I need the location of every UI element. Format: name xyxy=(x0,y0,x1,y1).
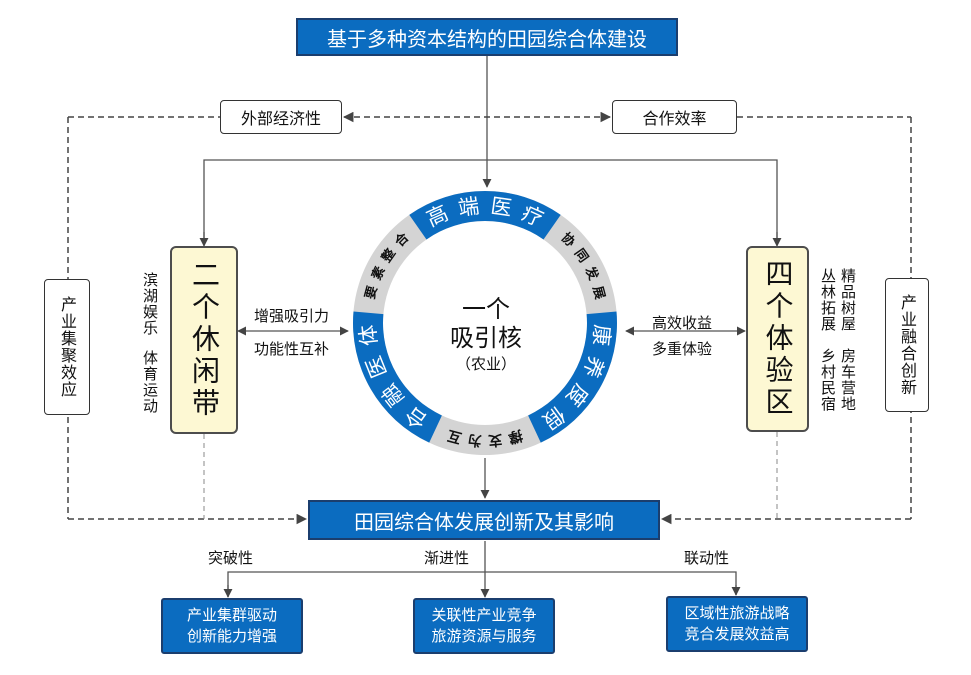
branch-box-center: 关联性产业竞争 旅游资源与服务 xyxy=(413,598,555,654)
ring-segment-sports-medical xyxy=(353,311,442,443)
right-experience-zone: 四个体验区 xyxy=(746,246,809,432)
right-side-col4: 乡村民宿 xyxy=(819,348,837,412)
link-left-bottom: 功能性互补 xyxy=(254,340,330,358)
right-side-col2: 丛林拓展 xyxy=(819,268,837,332)
core-ring: 高端医疗康养度假体医融合协同发展互为支撑要素整合 xyxy=(352,191,617,456)
industry-fusion-box: 产业融合创新 xyxy=(885,278,929,412)
ring-label-4-char: 支 xyxy=(487,431,504,449)
left-side-col2: 体育运动 xyxy=(141,350,159,414)
core-line1: 一个 xyxy=(462,295,510,323)
right-zone-title: 四个体验区 xyxy=(761,259,795,419)
right-side-col1: 精品树屋 xyxy=(839,268,857,332)
ring-label-5-char: 要 xyxy=(363,284,381,300)
right-side-col3: 房车营地 xyxy=(839,348,857,412)
ring-label-0-char: 端 xyxy=(457,194,481,221)
left-side-col1: 滨湖娱乐 xyxy=(141,272,159,336)
ring-label-1-char: 康 xyxy=(588,324,614,347)
branch-label-right: 联动性 xyxy=(684,549,730,567)
ring-label-4-char: 为 xyxy=(467,431,482,449)
ring-label-4-char: 撑 xyxy=(506,426,524,446)
ring-label-2-char: 体 xyxy=(356,324,382,347)
branch-label-center: 渐进性 xyxy=(424,549,470,567)
branch-box-left: 产业集群驱动 创新能力增强 xyxy=(161,598,303,654)
branch-split-line xyxy=(227,571,737,597)
left-leisure-zone: 二个休闲带 xyxy=(170,246,238,434)
external-economy-label: 外部经济性 xyxy=(220,100,342,134)
branch-box-center-line1: 关联性产业竞争 xyxy=(431,606,537,624)
ring-segment-health-resort xyxy=(528,311,617,443)
branch-box-right-line2: 竞合发展效益高 xyxy=(684,625,790,643)
link-left-top: 增强吸引力 xyxy=(254,307,330,325)
left-zone-title: 二个休闲带 xyxy=(188,260,221,420)
branch-box-left-line1: 产业集群驱动 xyxy=(186,606,277,624)
diagram-title: 基于多种资本结构的田园综合体建设 xyxy=(296,18,678,56)
branch-box-right: 区域性旅游战略 竞合发展效益高 xyxy=(666,596,808,652)
ring-label-4-char: 互 xyxy=(446,426,464,445)
branch-box-center-line2: 旅游资源与服务 xyxy=(431,627,537,645)
branch-label-left: 突破性 xyxy=(208,549,254,567)
top-split-line xyxy=(203,159,778,244)
industry-fusion-text: 产业融合创新 xyxy=(898,294,917,396)
industry-cluster-box: 产业集聚效应 xyxy=(44,279,90,415)
branch-box-right-line1: 区域性旅游战略 xyxy=(684,604,790,622)
ring-label-3-char: 展 xyxy=(589,284,607,301)
link-right-bottom: 多重体验 xyxy=(652,340,713,358)
link-right-top: 高效收益 xyxy=(652,314,713,332)
development-impact-box: 田园综合体发展创新及其影响 xyxy=(308,500,660,540)
core-attraction: 一个 吸引核 （农业） xyxy=(436,295,536,375)
branch-box-left-line2: 创新能力增强 xyxy=(186,627,277,645)
core-line2: 吸引核 xyxy=(450,324,522,352)
ring-label-5-char: 素 xyxy=(369,264,389,283)
industry-cluster-text: 产业集聚效应 xyxy=(58,296,77,398)
ring-label-0-char: 医 xyxy=(489,194,513,221)
core-line3: （农业） xyxy=(455,355,516,373)
cooperation-efficiency-label: 合作效率 xyxy=(612,100,737,134)
ring-segment-high-end-medical xyxy=(409,191,561,240)
